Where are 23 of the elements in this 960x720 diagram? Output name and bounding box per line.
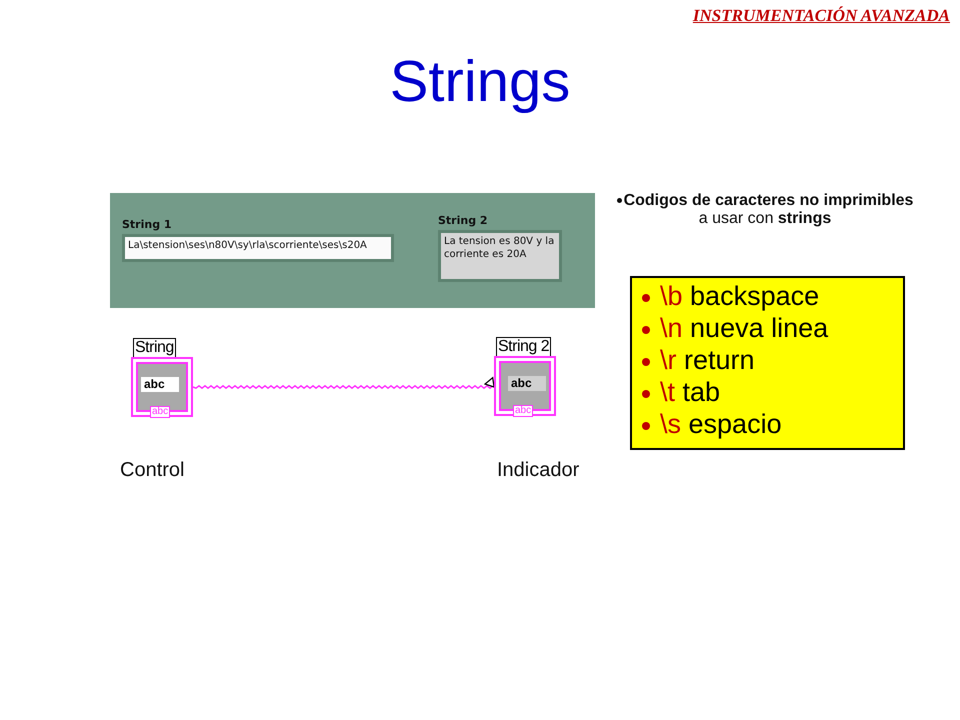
caption-text: Indicador xyxy=(497,459,580,482)
control-label: String 2 xyxy=(438,214,489,227)
list-item: \r return xyxy=(638,344,903,376)
list-item: \s espacio xyxy=(638,408,903,440)
terminal-text: abc xyxy=(141,377,179,392)
code-list-box xyxy=(630,276,905,450)
list-item: \t tab xyxy=(638,376,903,408)
slide-title: Strings xyxy=(388,48,572,115)
string-indicator-display: La tension es 80V y la corriente es 20A xyxy=(438,230,562,282)
list-item: \n nueva linea xyxy=(638,312,903,344)
terminal-type-text: abc xyxy=(150,406,170,418)
caption-text: Control xyxy=(120,459,184,482)
note-text: Codigos de caracteres no imprimibles a usar con strings xyxy=(615,192,915,228)
front-panel xyxy=(110,193,595,308)
terminal-label: String 2 xyxy=(496,337,552,357)
terminal-text: abc xyxy=(508,376,546,391)
wire xyxy=(192,377,495,390)
control-label: String 1 xyxy=(122,218,173,231)
course-header: INSTRUMENTACIÓN AVANZADA xyxy=(692,6,950,26)
string-control-field: La\stension\ses\n80V\sy\rla\scorriente\ses\s20A xyxy=(122,234,394,262)
list-item: \b backspace xyxy=(638,280,903,312)
terminal-type-text: abc xyxy=(513,405,534,417)
terminal-label: String xyxy=(133,338,176,358)
